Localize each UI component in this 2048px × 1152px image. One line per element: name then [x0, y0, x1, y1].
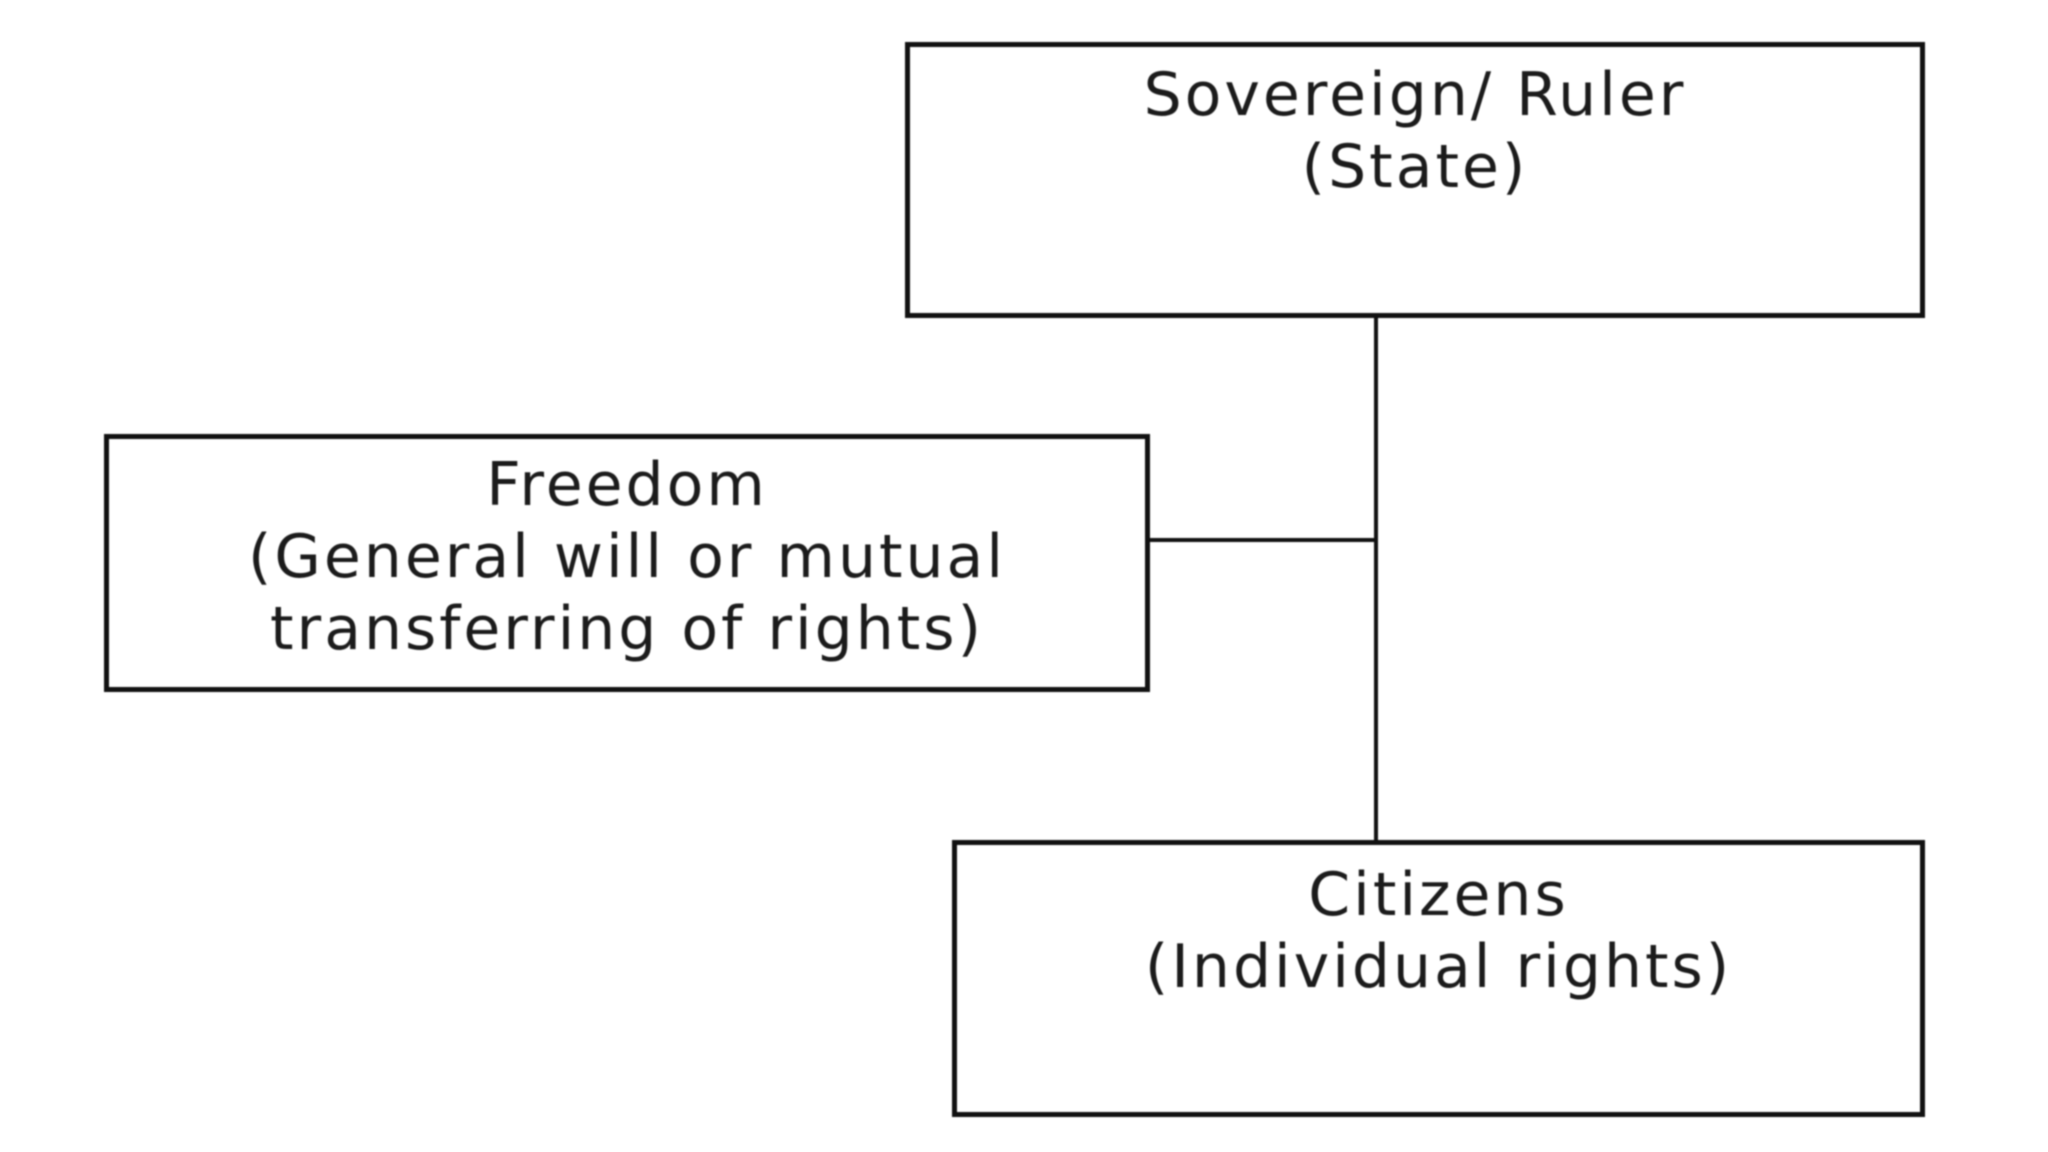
node-freedom-title: Freedom — [486, 450, 768, 520]
node-citizens-subtitle: (Individual rights) — [1144, 932, 1733, 1002]
node-freedom-subtitle-line1: (General will or mutual — [247, 522, 1006, 592]
node-freedom-subtitle-line2: transferring of rights) — [270, 594, 984, 664]
node-freedom: Freedom (General will or mutual transfer… — [104, 434, 1150, 692]
node-sovereign-subtitle: (State) — [1301, 132, 1529, 202]
connector-freedom-to-trunk — [1148, 538, 1378, 542]
connector-sovereign-to-citizens — [1374, 316, 1378, 844]
node-citizens: Citizens (Individual rights) — [952, 840, 1925, 1117]
node-sovereign-ruler: Sovereign/ Ruler (State) — [905, 42, 1925, 318]
node-sovereign-title: Sovereign/ Ruler — [1143, 60, 1687, 130]
node-citizens-title: Citizens — [1308, 860, 1569, 930]
